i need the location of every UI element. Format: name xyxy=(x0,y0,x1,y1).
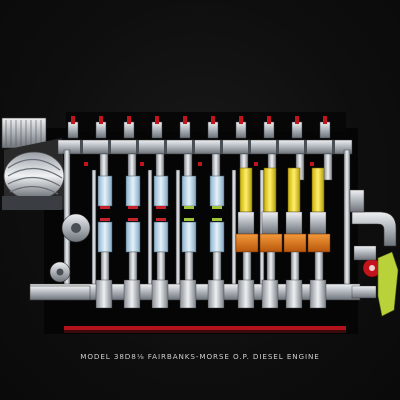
combustion-chambers-orange xyxy=(235,233,331,253)
output-shaft xyxy=(29,285,91,301)
gear-train xyxy=(49,213,91,283)
upper-connecting-rods xyxy=(99,153,333,181)
valve-accents-red xyxy=(84,162,314,166)
caption: MODEL 38D8⅛ FAIRBANKS-MORSE O.P. DIESEL … xyxy=(80,352,320,361)
piston-rings-red xyxy=(100,206,166,221)
injector-caps xyxy=(71,116,327,124)
oil-pan-red-stripe xyxy=(64,326,346,330)
injector-row xyxy=(67,121,331,139)
crank-webs xyxy=(95,279,327,309)
right-accessories xyxy=(349,189,399,317)
green-governor-housing xyxy=(377,251,399,317)
piston-rings-green xyxy=(184,206,222,221)
upper-crankshaft xyxy=(57,139,353,155)
scavenging-blower xyxy=(1,117,66,210)
pistons-blue xyxy=(97,175,225,253)
